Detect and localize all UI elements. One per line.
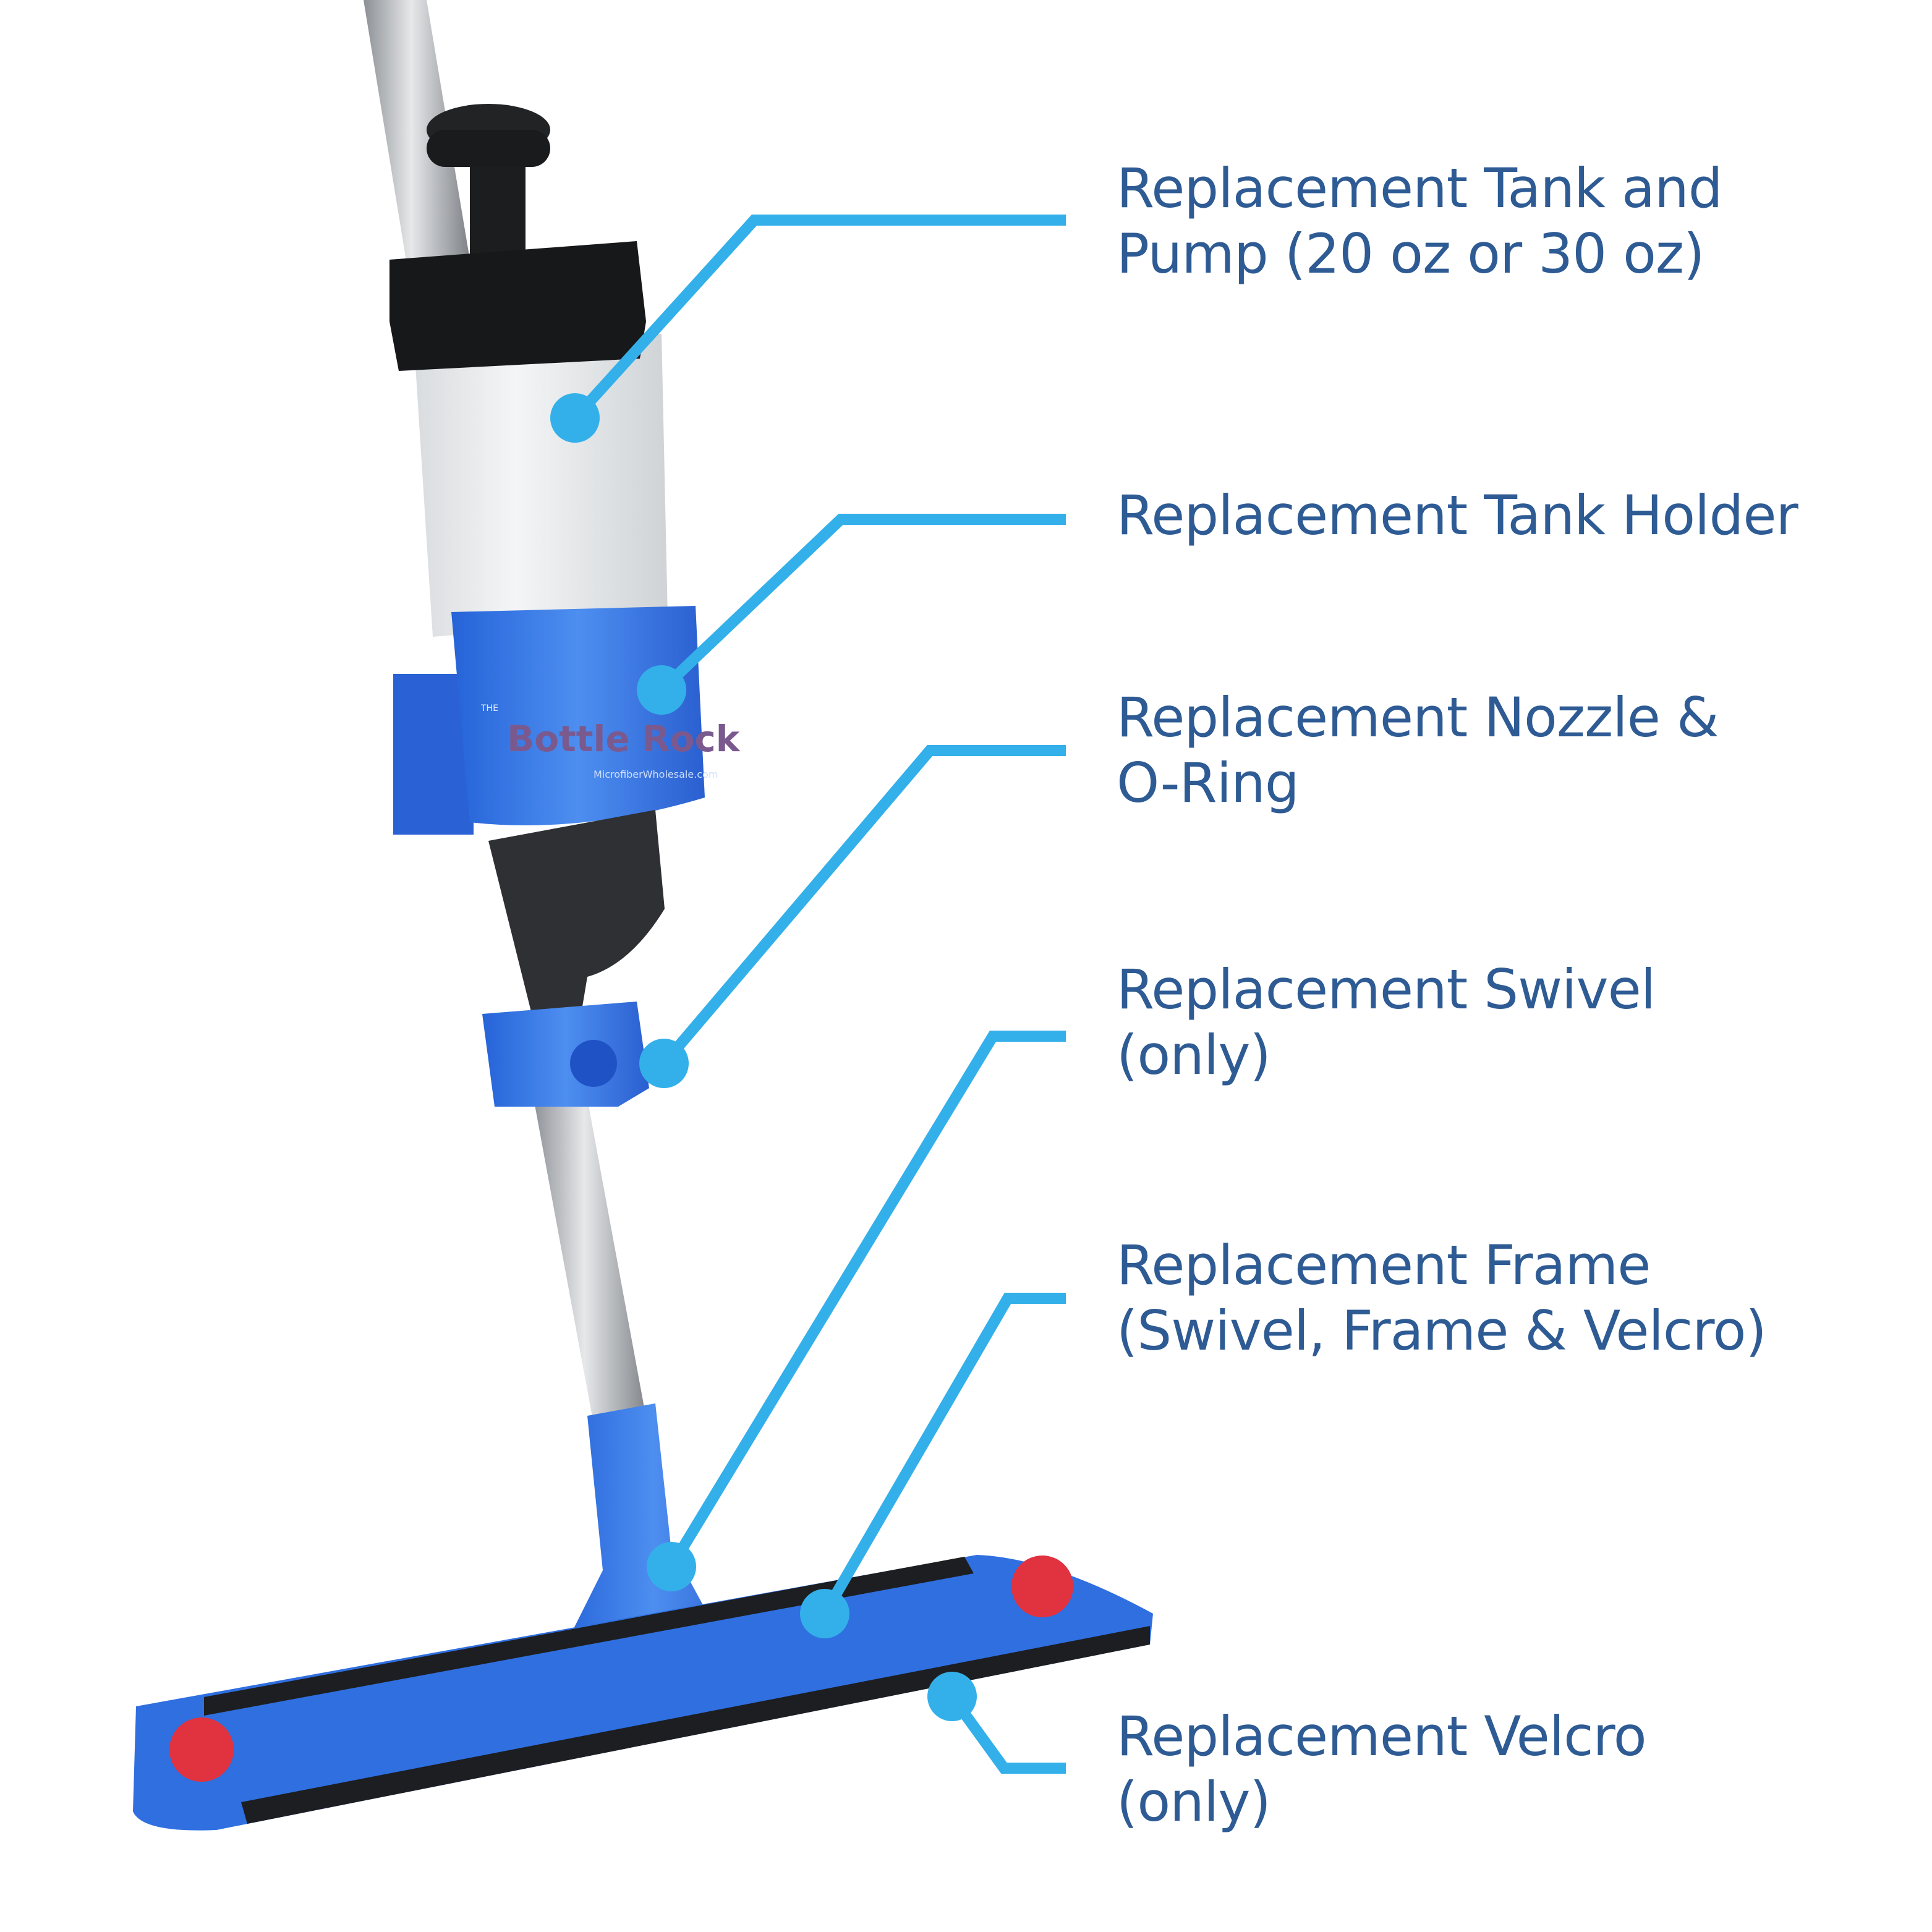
brand-small: THE — [480, 704, 498, 713]
pad-grip-left — [169, 1717, 234, 1782]
label-line: Replacement Frame — [1117, 1233, 1651, 1297]
label-line: Replacement Swivel — [1117, 958, 1656, 1021]
callout-lines — [571, 215, 1066, 1774]
callout-dots — [550, 393, 977, 1721]
callout-dot-6 — [927, 1672, 977, 1721]
label-line: (only) — [1117, 1023, 1271, 1087]
brand-url: MicrofiberWholesale.com — [594, 768, 718, 780]
callout-dot-1 — [550, 393, 600, 443]
label-line: Replacement Velcro — [1117, 1704, 1647, 1768]
tank-bottle — [414, 334, 668, 637]
label-line: Pump (20 oz or 30 oz) — [1117, 222, 1704, 286]
label-line: Replacement Nozzle & — [1117, 686, 1719, 749]
callout-line-2 — [657, 514, 1066, 694]
label-line: (only) — [1117, 1770, 1271, 1834]
callout-line-3 — [660, 745, 1066, 1067]
callout-line-6 — [947, 1693, 1066, 1774]
callout-dot-4 — [647, 1542, 696, 1591]
callout-dot-2 — [637, 665, 686, 715]
label-nozzle-oring: Replacement Nozzle & O-Ring — [1117, 685, 1719, 816]
pump-knob — [427, 104, 550, 266]
label-tank-holder: Replacement Tank Holder — [1117, 483, 1798, 548]
callout-dot-5 — [800, 1589, 849, 1638]
tank-cap — [389, 241, 646, 371]
label-tank-and-pump: Replacement Tank and Pump (20 oz or 30 o… — [1117, 156, 1723, 287]
tank-holder: THE Bottle Rock MicrofiberWholesale.com — [393, 606, 741, 835]
callout-line-4 — [666, 1031, 1066, 1570]
label-line: Replacement Tank and — [1117, 156, 1723, 220]
label-line: (Swivel, Frame & Velcro) — [1117, 1299, 1767, 1363]
pad-grip-right — [1011, 1555, 1073, 1617]
label-line: O-Ring — [1117, 751, 1300, 815]
label-swivel: Replacement Swivel (only) — [1117, 957, 1656, 1088]
label-line: Replacement Tank Holder — [1117, 483, 1798, 547]
label-frame: Replacement Frame (Swivel, Frame & Velcr… — [1117, 1233, 1767, 1364]
callout-line-5 — [820, 1293, 1066, 1617]
mop-frame — [133, 1555, 1153, 1831]
lower-pole — [532, 1082, 649, 1440]
upper-pole — [364, 0, 470, 272]
label-velcro: Replacement Velcro (only) — [1117, 1704, 1647, 1835]
swivel — [482, 1002, 649, 1107]
nozzle-body — [488, 810, 665, 1014]
callout-dot-3 — [639, 1039, 689, 1088]
callout-line-1 — [571, 215, 1066, 422]
brand-name: Bottle Rock — [507, 718, 741, 760]
